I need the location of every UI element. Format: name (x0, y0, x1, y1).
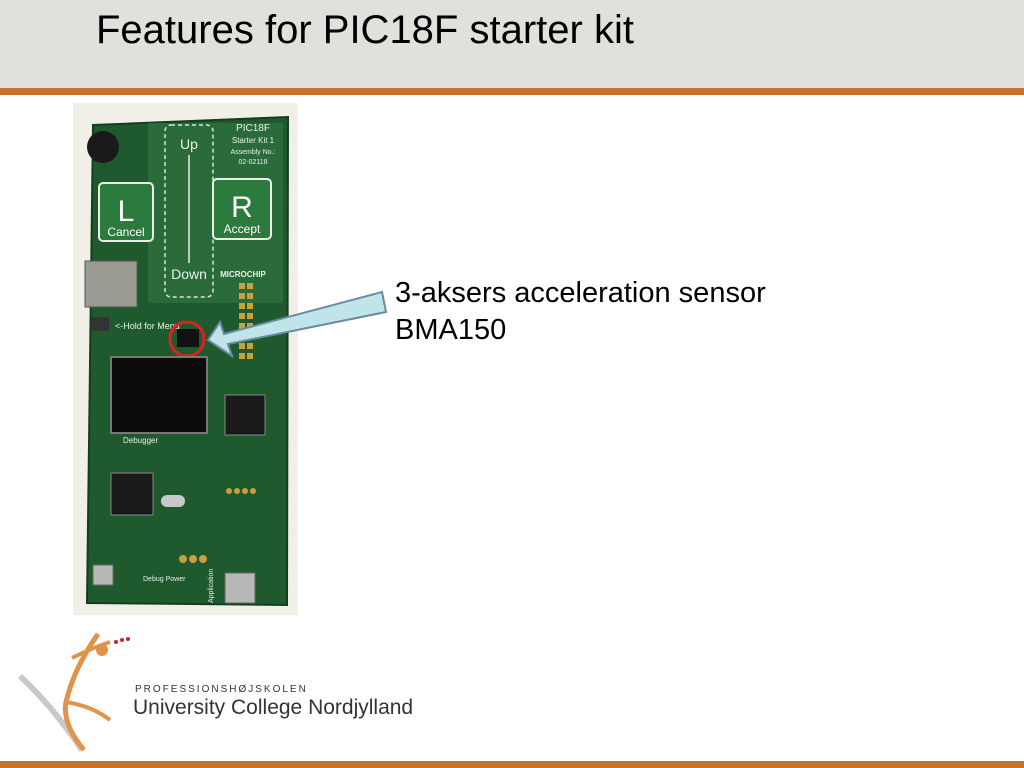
board-l-button (98, 182, 154, 242)
board-down-label: Down (171, 266, 207, 282)
feature-line-1: 3-aksers acceleration sensor (395, 277, 766, 309)
accelerometer-chip (177, 329, 199, 347)
board-photo: Up Down L Cancel R Accept PIC18F Starter… (73, 103, 298, 615)
board-l-label: L (118, 195, 135, 228)
usb-application-connector (224, 572, 256, 604)
org-small-label: PROFESSIONSHØJSKOLEN (135, 684, 308, 695)
oled-display (110, 356, 208, 434)
board-brand-label: MICROCHIP (220, 270, 266, 279)
board-application-label: Application (208, 569, 215, 603)
board-cancel-label: Cancel (107, 225, 144, 239)
footer-divider (0, 761, 1024, 768)
title-bar: Features for PIC18F starter kit (0, 0, 1024, 88)
feature-line-2: BMA150 (395, 314, 507, 346)
org-logo (14, 628, 414, 758)
header-divider (0, 88, 1024, 95)
dancer-logo-icon (17, 632, 130, 752)
org-name-label: University College Nordjylland (133, 696, 414, 719)
board-r-label: R (231, 191, 253, 224)
usb-debug-connector (92, 564, 114, 586)
board-subtitle-label: Starter Kit 1 (232, 136, 275, 145)
board-hold-label: <-Hold for Menu (115, 321, 180, 331)
board-up-label: Up (180, 136, 198, 152)
feature-description: 3-aksers acceleration sensor BMA150 (395, 275, 766, 349)
mcu-chip (224, 394, 266, 436)
board-assembly-number: 02-02118 (238, 159, 267, 166)
slide-title: Features for PIC18F starter kit (96, 8, 634, 52)
board-name-label: PIC18F (236, 123, 270, 134)
board-r-button (212, 178, 272, 240)
board-assembly-label: Assembly No.: (230, 149, 275, 156)
board-accept-label: Accept (224, 222, 261, 236)
sd-card-slot (84, 260, 138, 308)
debugger-chip (110, 472, 154, 516)
board-debugger-label: Debugger (123, 436, 158, 445)
board-debug-power-label: Debug Power (143, 576, 186, 583)
buzzer-component (87, 131, 119, 163)
